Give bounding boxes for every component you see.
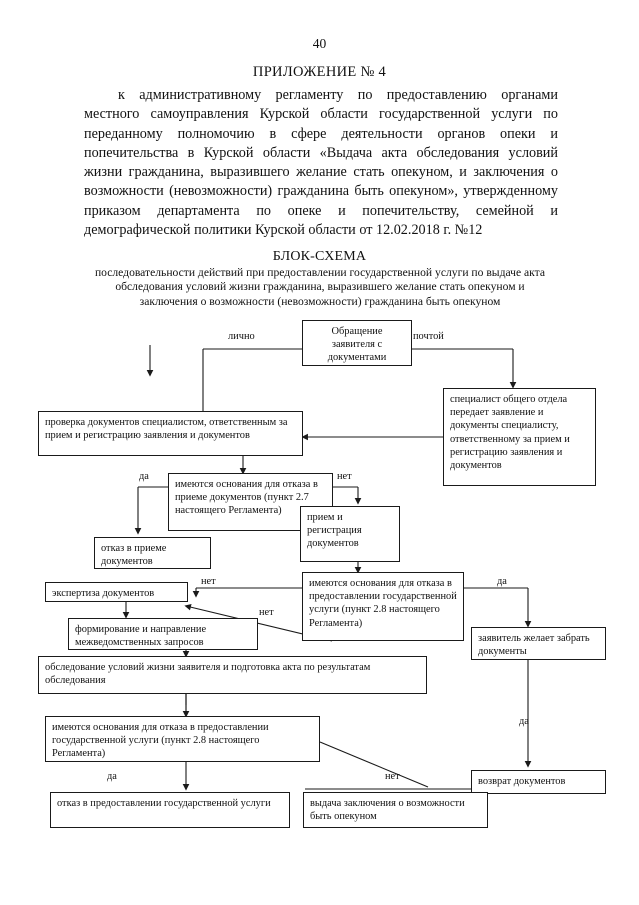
edge-label-no-intake: нет <box>337 471 352 482</box>
edge-label-no-final: нет <box>385 771 400 782</box>
node-application-label: Обращение заявителя с документами <box>327 326 387 364</box>
node-issue-conclusion[interactable]: выдача заключения о возможности быть опе… <box>303 792 488 828</box>
node-return-documents[interactable]: возврат документов <box>471 770 606 794</box>
node-general-dept-specialist-label: специалист общего отдела передает заявле… <box>450 394 570 472</box>
edge-label-yes-return: да <box>519 716 529 727</box>
edge-label-yes-intake: да <box>139 471 149 482</box>
node-intake-registration[interactable]: прием и регистрация документов <box>300 506 400 562</box>
edge-label-no-expertise: нет <box>201 576 216 587</box>
node-expertise-label: экспертиза документов <box>52 588 155 599</box>
node-interagency-requests-label: формирование и направление межведомствен… <box>75 624 207 649</box>
page-number: 40 <box>312 36 327 51</box>
node-applicant-wants-docs-back[interactable]: заявитель желает забрать документы <box>471 627 606 660</box>
node-document-check-label: проверка документов специалистом, ответс… <box>45 417 288 442</box>
node-intake-registration-label: прием и регистрация документов <box>307 512 362 550</box>
edge-label-in-person: лично <box>228 331 255 342</box>
node-refusal-intake-label: отказ в приеме документов <box>101 543 167 568</box>
node-refusal-grounds-service-mid[interactable]: имеются основания для отказа в предостав… <box>302 572 464 641</box>
edge-label-yes-final: да <box>107 771 117 782</box>
node-applicant-wants-docs-back-label: заявитель желает забрать документы <box>478 633 590 658</box>
node-issue-conclusion-label: выдача заключения о возможности быть опе… <box>310 798 465 823</box>
node-expertise[interactable]: экспертиза документов <box>45 582 188 602</box>
node-refusal-grounds-intake-label: имеются основания для отказа в приеме до… <box>175 479 318 517</box>
node-application[interactable]: Обращение заявителя с документами <box>302 320 412 366</box>
node-refusal-intake[interactable]: отказ в приеме документов <box>94 537 211 569</box>
node-living-conditions-survey[interactable]: обследование условий жизни заявителя и п… <box>38 656 427 694</box>
node-general-dept-specialist[interactable]: специалист общего отдела передает заявле… <box>443 388 596 486</box>
intro-paragraph: к административному регламенту по предос… <box>84 87 558 239</box>
edge-label-yes-mid: да <box>497 576 507 587</box>
node-return-documents-label: возврат документов <box>478 776 566 787</box>
edge-label-no-mid: нет <box>259 607 274 618</box>
node-living-conditions-survey-label: обследование условий жизни заявителя и п… <box>45 662 371 687</box>
node-refusal-service-label: отказ в предоставлении государственной у… <box>57 798 271 809</box>
node-refusal-grounds-service-final[interactable]: имеются основания для отказа в предостав… <box>45 716 320 762</box>
node-document-check[interactable]: проверка документов специалистом, ответс… <box>38 411 303 456</box>
scheme-subtitle: последовательности действий при предоста… <box>94 266 546 308</box>
node-refusal-grounds-service-mid-label: имеются основания для отказа в предостав… <box>309 578 457 629</box>
appendix-title: ПРИЛОЖЕНИЕ № 4 <box>252 64 387 80</box>
edge-label-by-mail: почтой <box>413 331 444 342</box>
node-refusal-grounds-service-final-label: имеются основания для отказа в предостав… <box>52 722 269 760</box>
node-refusal-service[interactable]: отказ в предоставлении государственной у… <box>50 792 290 828</box>
node-interagency-requests[interactable]: формирование и направление межведомствен… <box>68 618 258 650</box>
scheme-title: БЛОК-СХЕМА <box>272 249 367 264</box>
